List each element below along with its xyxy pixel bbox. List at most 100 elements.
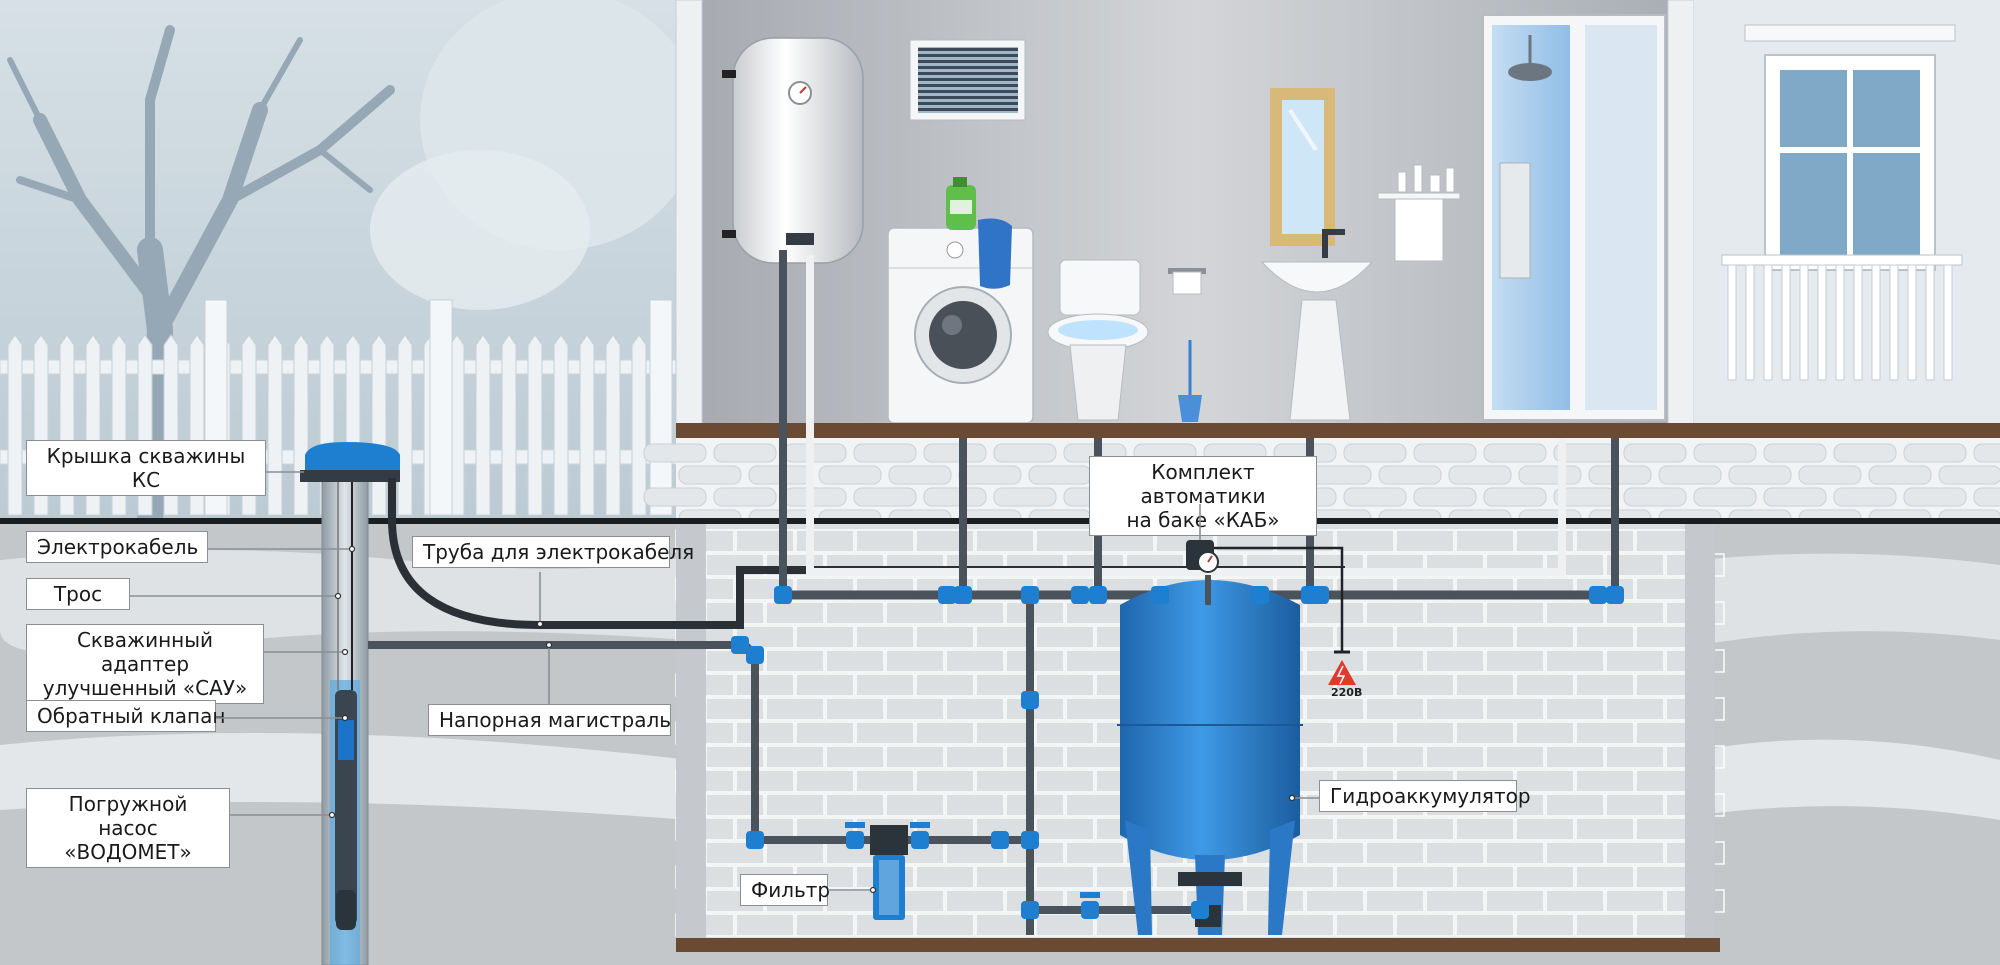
brick <box>1455 913 1515 937</box>
brick <box>1605 649 1665 673</box>
shelf-icon <box>1377 164 1461 262</box>
brick <box>1365 745 1425 769</box>
brick <box>1395 673 1455 697</box>
brick <box>1545 745 1605 769</box>
pipe-fitting <box>1151 586 1169 604</box>
brick <box>1605 697 1665 721</box>
brick <box>855 529 915 553</box>
fence-picket <box>397 334 413 516</box>
brick <box>945 649 1005 673</box>
brick <box>825 601 885 625</box>
sink-icon <box>1260 229 1374 421</box>
pipe-fitting <box>1021 831 1039 849</box>
brick <box>1455 721 1515 745</box>
stone <box>853 487 917 507</box>
brick <box>1035 625 1095 649</box>
blind-slat <box>918 102 1018 105</box>
brick <box>825 697 885 721</box>
brick <box>1455 529 1515 553</box>
hot-water-pipe <box>806 255 1566 576</box>
brick <box>735 721 795 745</box>
porch-baluster <box>1727 264 1737 381</box>
brick <box>1035 721 1095 745</box>
porch-baluster <box>1835 264 1845 381</box>
stone <box>1378 465 1442 485</box>
fence-picket <box>7 334 23 516</box>
brick <box>1545 601 1605 625</box>
well-adapter-label: Скважинный адаптер улучшенный «САУ» <box>26 624 264 704</box>
brick <box>735 673 795 697</box>
brick <box>915 721 975 745</box>
brick <box>1605 793 1665 817</box>
pipe-fitting <box>846 831 864 849</box>
fence-picket <box>527 334 543 516</box>
brick <box>1425 889 1485 913</box>
basement-floor <box>676 938 1720 952</box>
detergent-bottle-icon <box>946 177 976 230</box>
brick <box>975 529 1035 553</box>
basement-pillar-right <box>1685 524 1715 940</box>
brick <box>1455 577 1515 601</box>
submersible-pump-label: Погружной насос «ВОДОМЕТ» <box>26 788 230 868</box>
pipe-fitting <box>1081 901 1099 919</box>
brick <box>1035 769 1095 793</box>
voltage-label: 220В <box>1331 686 1363 699</box>
stone <box>1938 465 2000 485</box>
brick <box>1575 817 1635 841</box>
fence-picket <box>631 334 647 516</box>
brick <box>795 721 855 745</box>
stone <box>1763 487 1827 507</box>
brick <box>1425 841 1485 865</box>
fence-picket <box>553 334 569 516</box>
pipe-fitting <box>1021 901 1039 919</box>
house-wall-left <box>675 0 703 426</box>
shower-cabin-icon <box>1482 14 1666 421</box>
brick <box>1605 601 1665 625</box>
foundation-stones <box>643 443 2000 529</box>
stone <box>1483 487 1547 507</box>
fence-picket <box>605 334 621 516</box>
brick <box>1305 649 1365 673</box>
pipe-fittings <box>731 586 1624 919</box>
washing-machine-icon <box>887 227 1034 424</box>
automation-kit-label: Комплект автоматики на баке «КАБ» <box>1089 456 1317 536</box>
brick <box>795 529 855 553</box>
stone <box>643 487 707 507</box>
fence-picket <box>579 334 595 516</box>
brick <box>1335 529 1395 553</box>
brick <box>1365 601 1425 625</box>
brick <box>915 625 975 649</box>
brick <box>1605 745 1665 769</box>
blind-slat <box>918 48 1018 51</box>
pipe-fitting <box>1071 586 1089 604</box>
brick <box>1575 673 1635 697</box>
brick <box>1515 865 1575 889</box>
brick <box>1395 865 1455 889</box>
brick <box>1095 865 1155 889</box>
stone <box>1763 443 1827 463</box>
brick <box>1335 721 1395 745</box>
brick <box>1365 697 1425 721</box>
brick <box>1545 841 1605 865</box>
brick <box>1395 625 1455 649</box>
stone <box>993 487 1057 507</box>
brick <box>795 913 855 937</box>
brick <box>795 625 855 649</box>
porch-baluster <box>1871 264 1881 381</box>
hydroaccumulator-icon <box>1117 580 1303 935</box>
stone <box>1728 465 1792 485</box>
brick <box>1575 865 1635 889</box>
brick <box>855 577 915 601</box>
towel <box>978 218 1012 289</box>
brick <box>1545 793 1605 817</box>
stone <box>713 443 777 463</box>
stone <box>1973 443 2000 463</box>
brick <box>1005 745 1065 769</box>
brick <box>945 889 1005 913</box>
pipe-fitting <box>1311 586 1329 604</box>
filter-housing-icon <box>870 825 908 920</box>
stone <box>713 487 777 507</box>
porch-railing <box>1721 254 1963 381</box>
mirror-icon <box>1270 88 1335 246</box>
